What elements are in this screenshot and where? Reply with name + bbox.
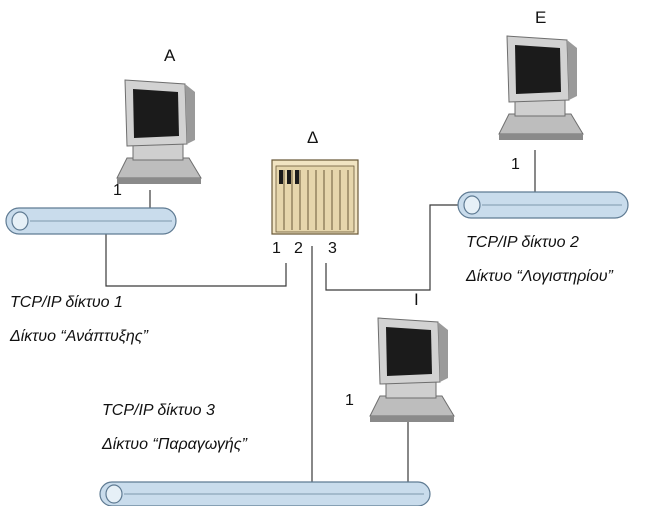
router-port-2: 2	[294, 240, 303, 257]
cable-net1	[5, 207, 177, 235]
computer-icon	[116, 79, 202, 185]
network-2-name: TCP/IP δίκτυο 2	[466, 234, 579, 251]
link-router-net2	[325, 204, 480, 291]
links	[105, 150, 536, 494]
node-a-port: 1	[113, 182, 122, 199]
computer-icon	[369, 317, 455, 423]
node-i-port: 1	[345, 392, 354, 409]
network-3-desc: Δίκτυο “Παραγωγής”	[102, 436, 247, 453]
network-1-name: TCP/IP δίκτυο 1	[10, 294, 123, 311]
network-2-desc: Δίκτυο “Λογιστηρίου”	[466, 268, 613, 285]
link-router-net1	[105, 222, 287, 287]
cable-net3	[99, 481, 431, 506]
network-3-name: TCP/IP δίκτυο 3	[102, 402, 215, 419]
node-a-label: A	[164, 46, 176, 65]
computer-icon	[498, 35, 584, 141]
router-port-1: 1	[272, 240, 281, 257]
router-port-3: 3	[328, 240, 337, 257]
router-label: Δ	[307, 128, 319, 147]
node-e-port: 1	[511, 156, 520, 173]
network-1-desc: Δίκτυο “Ανάπτυξης”	[10, 328, 148, 345]
node-e-label: E	[535, 8, 547, 27]
router-icon	[271, 159, 359, 235]
cable-net2	[457, 191, 629, 219]
node-i-label: I	[414, 290, 419, 309]
